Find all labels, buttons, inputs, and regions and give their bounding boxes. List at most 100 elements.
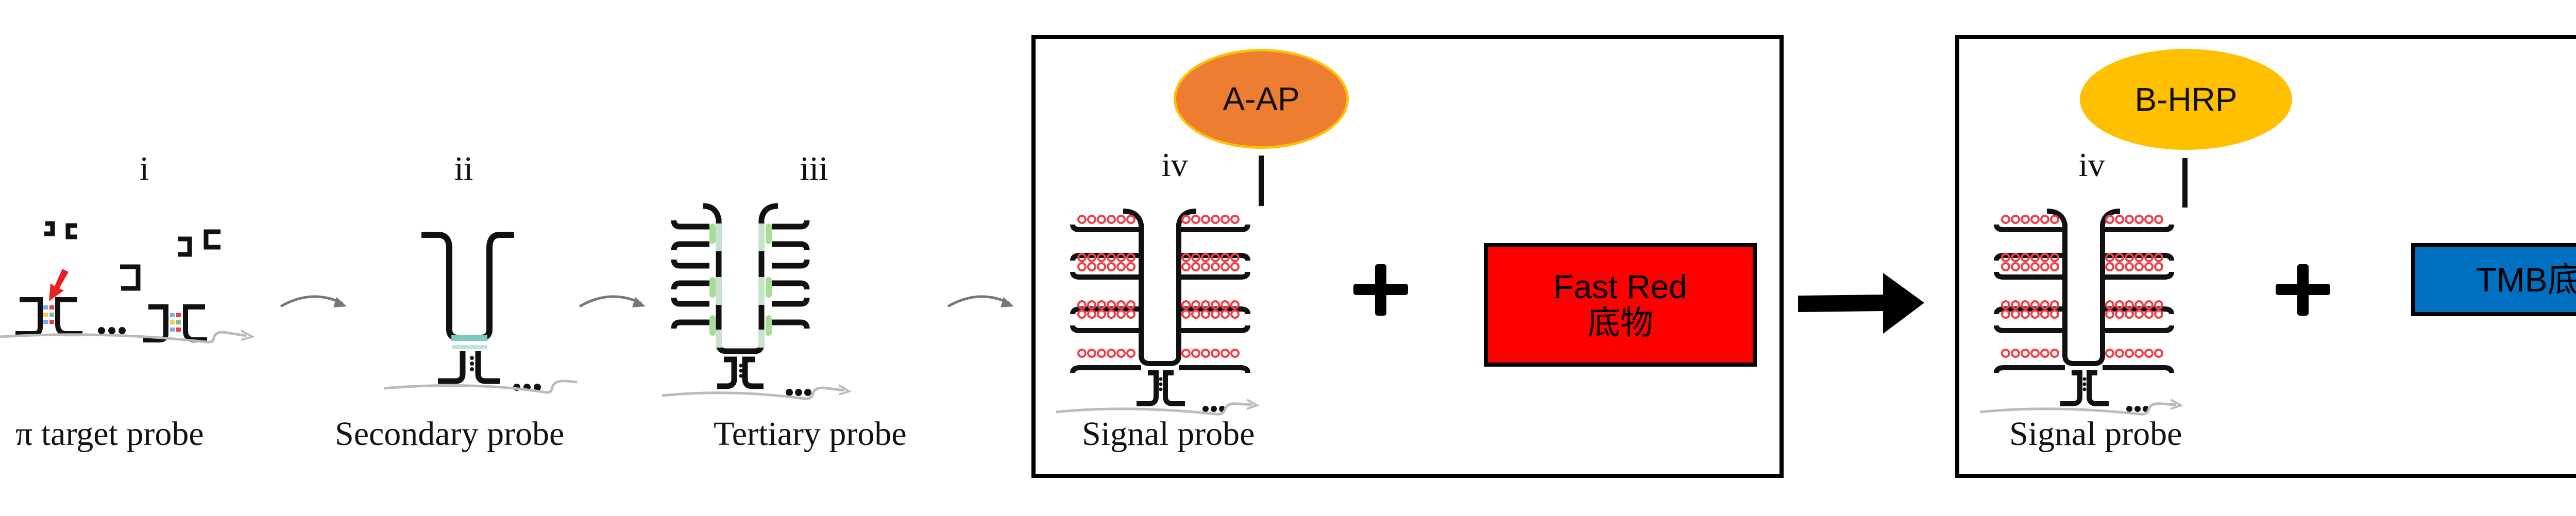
enzyme-a-ap: A-AP: [1174, 49, 1349, 149]
dye-label-dot: [1087, 349, 1096, 358]
dye-label-dot: [1221, 262, 1230, 271]
dye-label-dot: [2144, 262, 2154, 271]
dye-label-dot: [2040, 215, 2049, 224]
dye-label-dot: [2144, 253, 2154, 262]
dye-label-dot: [1211, 300, 1220, 309]
dye-label-dot: [2021, 309, 2030, 319]
dye-label-dot: [2115, 262, 2124, 271]
dye-label-dot: [1097, 309, 1106, 319]
dye-label-dot: [1107, 253, 1116, 262]
signal-arm: [1179, 306, 1250, 315]
dye-label-dot: [1116, 262, 1126, 271]
dye-label-dot: [2040, 309, 2049, 319]
dye-label-dot: [1126, 262, 1136, 271]
dye-label-dot: [1211, 262, 1220, 271]
dye-label-dot: [1077, 215, 1087, 224]
substrate-fast-red: Fast Red 底物: [1484, 243, 1757, 367]
signal-arm: [1179, 253, 1250, 261]
base-pair-dot: [1159, 382, 1163, 386]
dye-label-dot: [2021, 349, 2030, 358]
dye-label-dot: [2011, 309, 2020, 319]
highlight-arrow-icon: [49, 269, 69, 301]
signal-arm: [1179, 365, 1250, 373]
dye-label-dot: [1087, 309, 1096, 319]
signal-arm: [2103, 224, 2174, 232]
dye-label-dot: [1191, 309, 1200, 319]
stage-numeral-iii: iii: [800, 150, 828, 187]
dye-label-dot: [2115, 253, 2124, 262]
dye-label-dot: [1201, 309, 1210, 319]
dye-label-dot: [1201, 300, 1210, 309]
dye-label-dot: [1077, 300, 1087, 309]
signal-arm: [1179, 325, 1250, 333]
dye-label-dot: [1230, 300, 1240, 309]
ellipsis-dot: [1211, 406, 1217, 412]
dye-label-dot: [1211, 309, 1220, 319]
target-strand: [0, 331, 247, 343]
signal-arm: [1070, 224, 1141, 232]
signal-backbone: [1123, 209, 1197, 366]
base-pair-dot: [2082, 387, 2087, 391]
dye-label-dot: [1097, 300, 1106, 309]
plus-icon: [2276, 264, 2330, 316]
base-pair-dot: [1159, 377, 1163, 381]
dye-label-dot: [1221, 300, 1230, 309]
flow-arrow-2: [579, 295, 646, 308]
dye-label-dot: [1201, 253, 1210, 262]
stage-caption-ii: Secondary probe: [335, 415, 565, 453]
dye-label-dot: [2125, 349, 2134, 358]
dye-label-dot: [1181, 262, 1191, 271]
dye-label-dot: [2001, 215, 2010, 224]
signal-arm: [2103, 253, 2174, 261]
plus-icon: [1353, 264, 1408, 316]
dye-label-dot: [2134, 300, 2144, 309]
substrate-tmb: TMB底物: [2411, 243, 2576, 316]
dye-label-dot: [2030, 309, 2040, 319]
dye-label-dot: [2154, 309, 2163, 319]
dye-label-dot: [1230, 262, 1240, 271]
ellipsis-dot: [2126, 406, 2132, 412]
tertiary-binding-segments: [716, 223, 765, 348]
dye-label-dot: [2011, 215, 2020, 224]
dye-label-dot: [2001, 309, 2010, 319]
signal-arm: [2103, 306, 2174, 315]
dye-label-dot: [1077, 309, 1087, 319]
dye-label-dot: [2011, 349, 2020, 358]
dye-label-dot: [2105, 262, 2114, 271]
dye-label-dot: [2011, 300, 2020, 309]
target-strand: [1056, 402, 1252, 416]
dye-label-dot: [1221, 215, 1230, 224]
dye-label-dot: [2050, 253, 2059, 262]
ellipsis-dots: [786, 389, 811, 396]
dye-label-dot: [1211, 349, 1220, 358]
enzyme-label: A-AP: [1223, 80, 1300, 117]
enzyme-b-hrp: B-HRP: [2080, 49, 2292, 150]
dye-label-dot: [2134, 253, 2144, 262]
dye-label-dot: [2021, 300, 2030, 309]
dye-label-dot: [2134, 349, 2144, 358]
dye-label-dot: [2040, 300, 2049, 309]
dye-label-dot: [2134, 309, 2144, 319]
probe-foot-left: [2060, 370, 2082, 406]
dye-label-dot: [1126, 300, 1136, 309]
dye-label-dot: [1077, 349, 1087, 358]
stage-caption-iii: Tertiary probe: [714, 415, 907, 453]
dye-label-dot: [1201, 215, 1210, 224]
base-pair-dot: [1159, 387, 1163, 391]
signal-probe-diagram: [1979, 209, 2183, 416]
tertiary-probe-diagram: [662, 203, 852, 400]
stage-numeral-ii: ii: [454, 150, 473, 187]
dye-label-dot: [1116, 215, 1126, 224]
dye-label-dot: [1181, 215, 1191, 224]
dye-label-dot: [1181, 309, 1191, 319]
dye-label-dot: [1097, 215, 1106, 224]
base-pairs-2: [170, 313, 181, 332]
dye-label-dot: [1107, 300, 1116, 309]
dye-label-dot: [2134, 215, 2144, 224]
dye-label-dot: [2105, 309, 2114, 319]
probe-foot-right: [1163, 370, 1185, 406]
dye-label-dot: [2115, 300, 2124, 309]
ellipsis-dots: [98, 327, 126, 334]
base-pair-dot: [2082, 382, 2087, 386]
signal-arm: [1994, 325, 2065, 333]
